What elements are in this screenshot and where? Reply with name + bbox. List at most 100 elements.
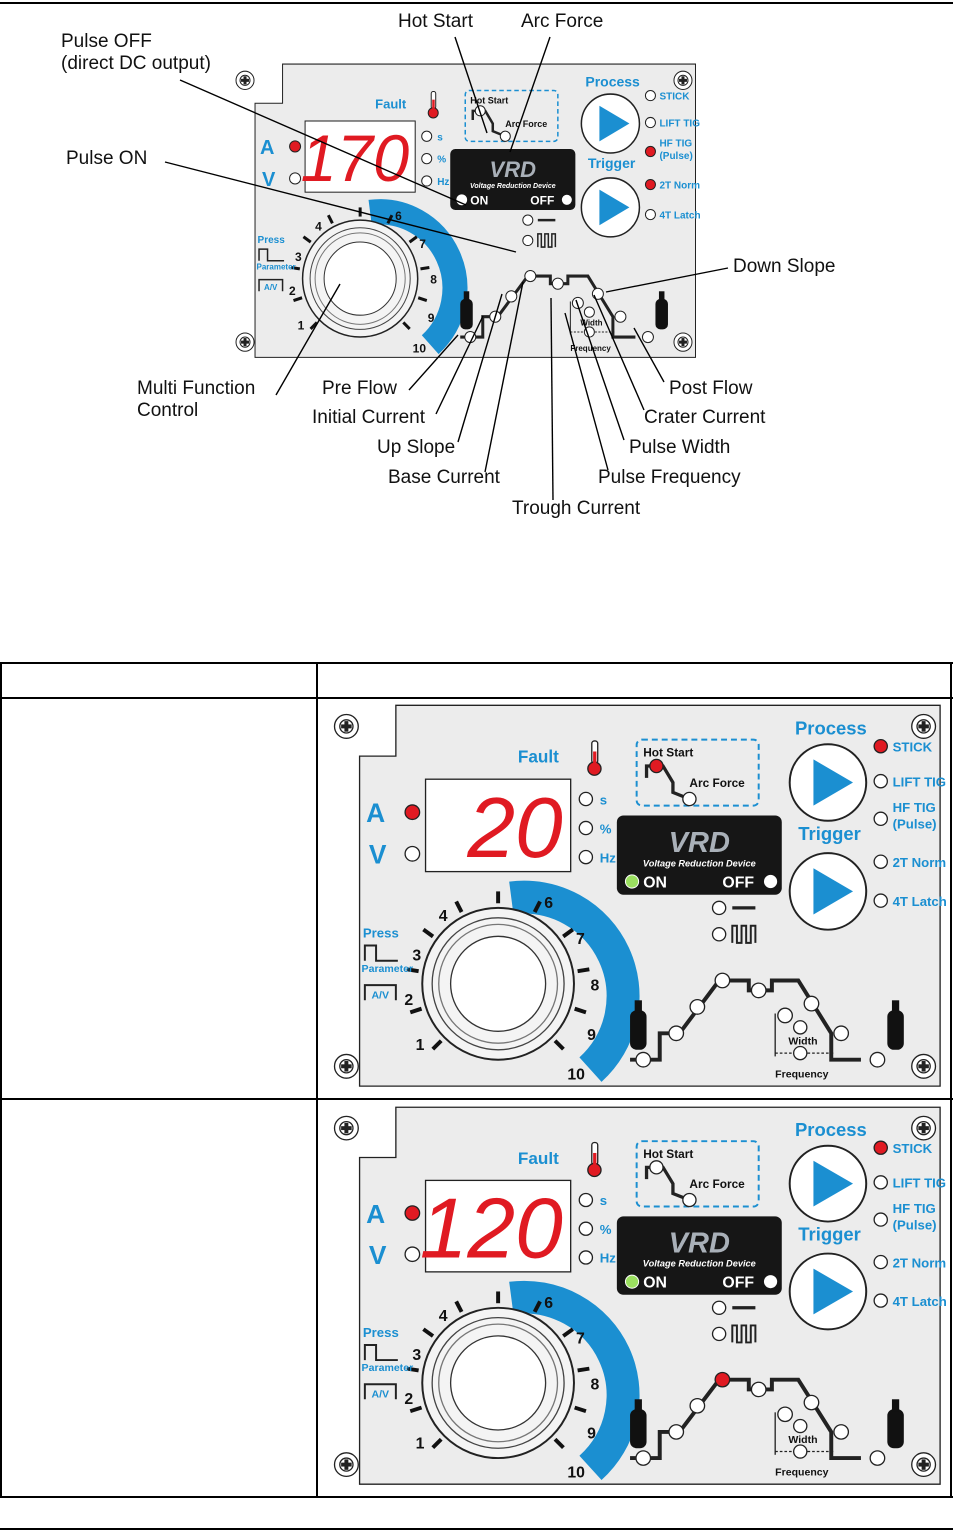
av-pulse-icon [363, 1383, 397, 1400]
callout-pulse-off-line1: Pulse OFF [61, 31, 152, 52]
vrd-off-led-icon [763, 1275, 778, 1289]
vrd-badge [616, 1216, 782, 1295]
pulse-frequency-led-icon [583, 326, 595, 338]
stick-led-icon [873, 1140, 888, 1155]
parameter-label: Parameter [257, 262, 297, 271]
vrd-logo: VRD [669, 827, 730, 859]
amps-led-icon [404, 1205, 421, 1221]
trigger-label: Trigger [798, 823, 861, 844]
arc-force-label: Arc Force [689, 1177, 745, 1191]
dial-number: 6 [395, 209, 402, 223]
panel-drawing: Fault A V 120 s % Hz Hot Start Arc Force… [333, 1106, 947, 1485]
panel-drawing: Fault A V 20 s % Hz Hot Start Arc Force … [333, 704, 947, 1087]
process-play-icon [599, 105, 630, 142]
base-current-led-icon [714, 1371, 731, 1388]
vrd-on-led-icon [456, 194, 468, 206]
volts-label: V [262, 169, 276, 191]
lift-tig-label: LIFT TIG [893, 1176, 946, 1191]
pulse-width-led-icon [792, 1020, 808, 1035]
dial-tick [402, 321, 411, 330]
pulse-on-symbol-icon [731, 1324, 757, 1344]
fault-label: Fault [375, 96, 407, 111]
callout-crater-current: Crater Current [644, 407, 766, 428]
unit-hz-label: Hz [437, 177, 449, 188]
dial-number: 2 [404, 992, 413, 1009]
hf-tig-label: HF TIG [893, 800, 936, 815]
hf-tig-label: HF TIG [893, 1201, 936, 1216]
four-t-led-icon [644, 208, 656, 221]
welding-sequence-curve [630, 978, 861, 1062]
vrd-on-led-icon [624, 874, 640, 889]
four-t-led-icon [873, 1293, 888, 1308]
trigger-label: Trigger [798, 1224, 861, 1245]
lift-tig-label: LIFT TIG [659, 119, 700, 130]
dial-tick [431, 1437, 443, 1449]
process-label: Process [585, 73, 640, 89]
dial-number: 1 [416, 1037, 425, 1054]
vrd-off-led-icon [561, 194, 572, 205]
callout-down-slope: Down Slope [733, 256, 836, 277]
unit-s-label: s [600, 1193, 607, 1208]
process-play-icon [813, 759, 854, 806]
hot-start-arc-force-box [635, 738, 760, 807]
dial-tick [417, 296, 428, 303]
gas-cylinder-icon [630, 1000, 904, 1050]
dial-number: 6 [544, 895, 553, 912]
dial-number: 10 [567, 1465, 585, 1482]
screw-cross-icon [341, 1122, 929, 1470]
av-label: A/V [371, 989, 389, 1001]
vrd-on-label: ON [643, 874, 667, 891]
press-label: Press [363, 926, 399, 941]
lift-tig-led-icon [873, 1175, 888, 1190]
amps-led-icon [404, 804, 421, 821]
display-window [424, 778, 572, 873]
knob-cap [449, 935, 547, 1032]
process-label: Process [795, 1119, 867, 1140]
dial-tick [420, 265, 430, 271]
four-t-label: 4T Latch [893, 894, 947, 909]
hf-tig-led-icon [873, 811, 888, 827]
lift-tig-led-icon [644, 116, 656, 129]
sequence-led-icon [635, 982, 886, 1068]
dial-number: 3 [295, 250, 302, 264]
callout-up-slope: Up Slope [377, 437, 456, 458]
dial-number: 4 [439, 908, 448, 925]
pulse-frequency-led-icon [792, 1045, 808, 1061]
stick-led-icon [873, 738, 888, 754]
fault-label: Fault [518, 1149, 559, 1168]
current-display: 120 [420, 1182, 563, 1277]
trigger-play-icon [813, 868, 854, 915]
vrd-badge [616, 815, 782, 895]
amps-led-icon [289, 140, 302, 153]
dial-tick [431, 1039, 443, 1051]
four-t-label: 4T Latch [893, 1294, 947, 1309]
two-t-led-icon [644, 178, 656, 191]
two-t-label: 2T Norm [893, 855, 946, 870]
unit-led-icon [578, 791, 594, 865]
dial-number: 1 [416, 1435, 425, 1452]
callout-pulse-on: Pulse ON [66, 148, 148, 169]
dial-tick [454, 900, 464, 913]
dial-number: 7 [419, 237, 426, 251]
unit-led-icon [578, 1192, 594, 1265]
av-pulse-icon [363, 984, 397, 1001]
control-panel-row1: Fault A V 20 s % Hz Hot Start Arc Force … [320, 700, 950, 1096]
vrd-off-label: OFF [722, 874, 754, 891]
unit-percent-label: % [437, 155, 446, 166]
hot-start-arc-force-box [635, 1140, 760, 1208]
hot-start-label: Hot Start [643, 1147, 693, 1161]
stick-label: STICK [893, 739, 933, 754]
callout-post-flow: Post Flow [669, 378, 753, 399]
unit-hz-label: Hz [600, 850, 617, 865]
width-label: Width [788, 1036, 817, 1048]
sequence-led-icon [635, 1381, 886, 1466]
current-display: 170 [301, 122, 410, 196]
knob-cap [449, 1335, 547, 1431]
frequency-label: Frequency [775, 1069, 828, 1081]
dial-tick-marks [406, 1291, 590, 1449]
trigger-play-icon [813, 1268, 854, 1315]
dial-number: 8 [430, 273, 437, 287]
pulse-on-led-icon [711, 927, 727, 942]
callout-base-current: Base Current [388, 467, 500, 488]
